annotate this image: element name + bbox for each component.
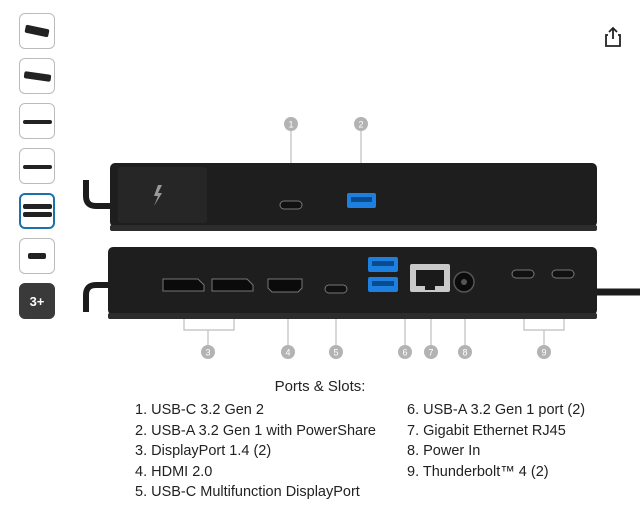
thumbnail-1[interactable]: [19, 13, 55, 49]
port-item: 4. HDMI 2.0: [135, 463, 213, 480]
product-diagram: 1 2 3 4 5 6 7 8 9: [83, 117, 640, 359]
port-item: 9. Thunderbolt™ 4 (2): [407, 463, 549, 480]
thumbnail-strip: 3+: [19, 13, 57, 328]
port-item: 2. USB-A 3.2 Gen 1 with PowerShare: [135, 422, 376, 439]
thumbnail-6[interactable]: [19, 238, 55, 274]
ports-list-right: 6. USB-A 3.2 Gen 1 port (2) 7. Gigabit E…: [407, 400, 585, 482]
callout-8: 8: [462, 348, 467, 358]
more-images-label: 3+: [29, 293, 45, 309]
callout-7: 7: [428, 348, 433, 358]
callout-4: 4: [285, 348, 290, 358]
share-icon[interactable]: [603, 26, 623, 48]
callout-3: 3: [205, 348, 210, 358]
callout-6: 6: [402, 348, 407, 358]
thumbnail-4[interactable]: [19, 148, 55, 184]
ports-list-left: 1. USB-C 3.2 Gen 2 2. USB-A 3.2 Gen 1 wi…: [135, 400, 376, 503]
port-item: 3. DisplayPort 1.4 (2): [135, 443, 272, 460]
callout-2: 2: [358, 120, 363, 130]
port-item: 1. USB-C 3.2 Gen 2: [135, 402, 264, 418]
thumbnail-2[interactable]: [19, 58, 55, 94]
port-item: 7. Gigabit Ethernet RJ45: [407, 422, 566, 439]
port-item: 8. Power In: [407, 443, 481, 460]
port-item: 5. USB-C Multifunction DisplayPort: [135, 484, 360, 501]
ports-title: Ports & Slots:: [274, 378, 366, 395]
callout-1: 1: [288, 120, 293, 130]
more-images-button[interactable]: 3+: [19, 283, 55, 319]
callout-5: 5: [333, 348, 338, 358]
thumbnail-5-selected[interactable]: [19, 193, 55, 229]
port-item: 6. USB-A 3.2 Gen 1 port (2): [407, 402, 586, 418]
callout-9: 9: [541, 348, 546, 358]
thumbnail-3[interactable]: [19, 103, 55, 139]
